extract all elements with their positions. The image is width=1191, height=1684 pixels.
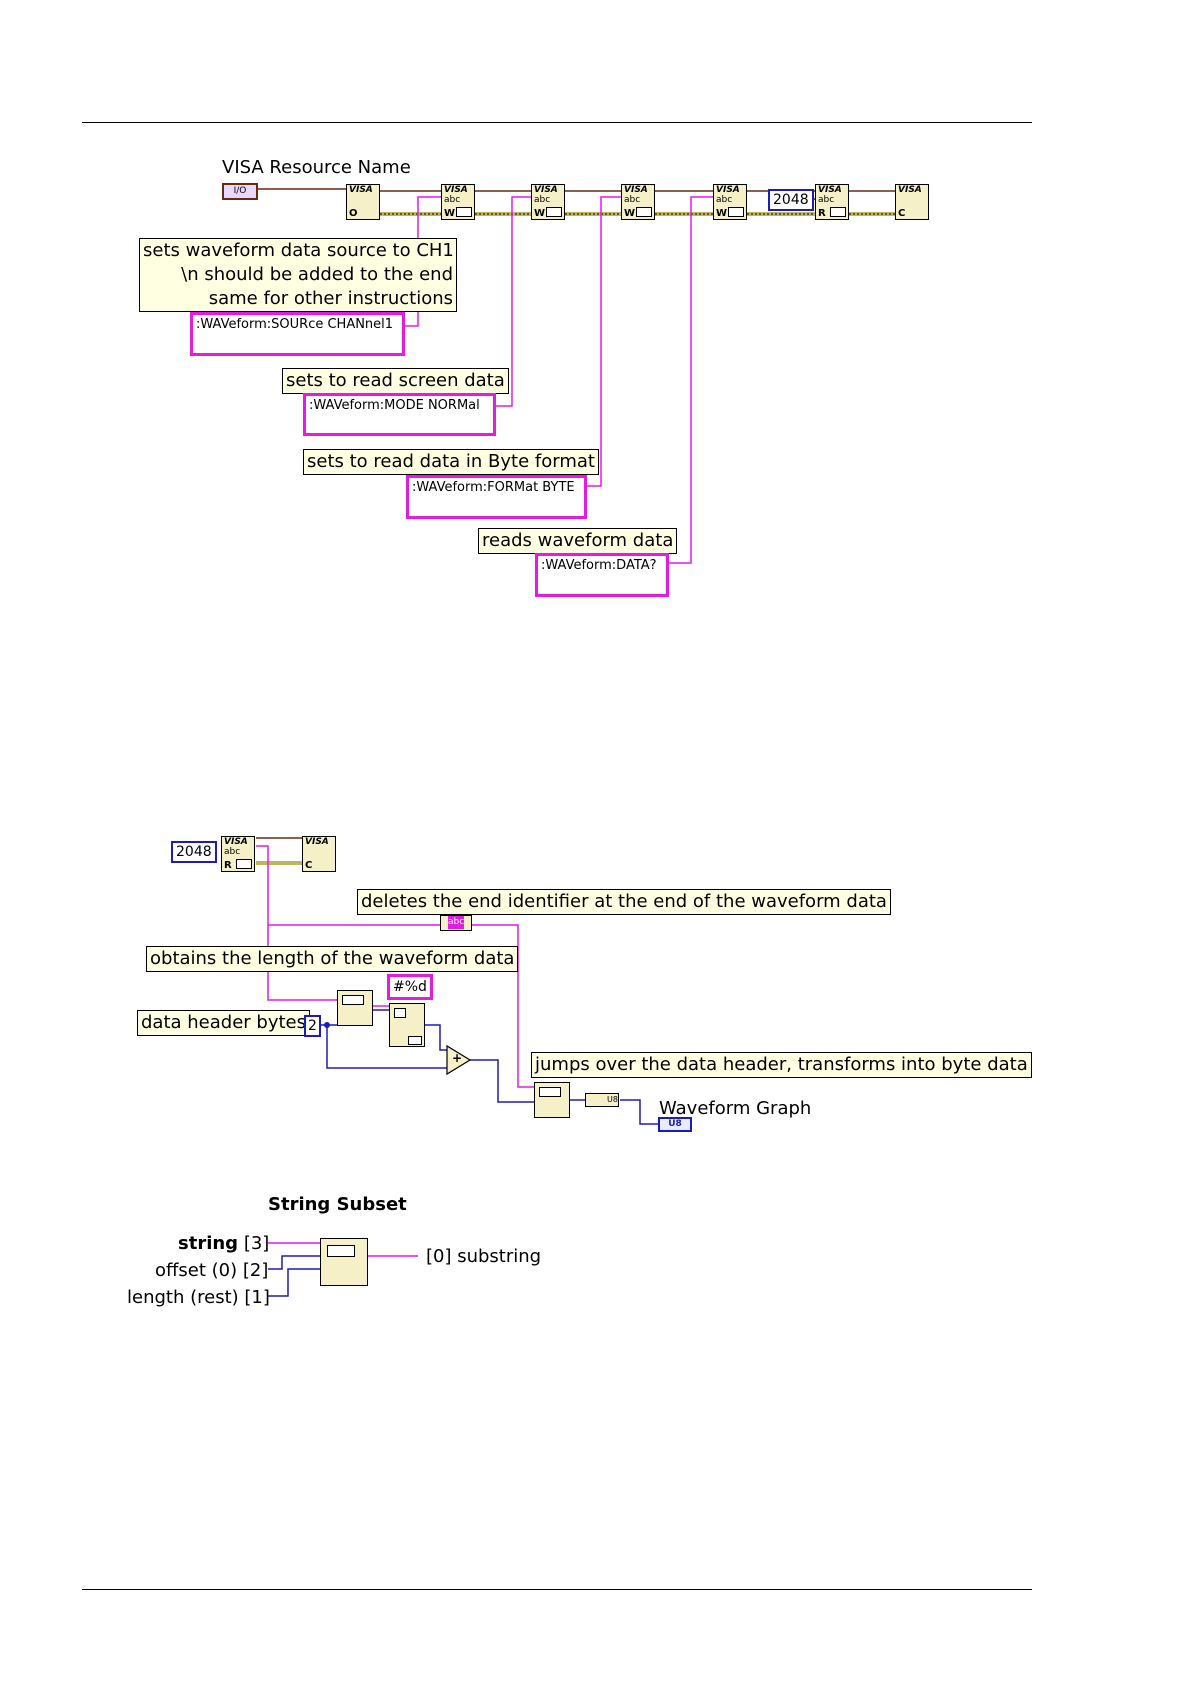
cmd-mode-constant[interactable]: :WAVeform:MODE NORMal [303,393,496,436]
node-glyph [327,1245,355,1257]
abc-text: abc [444,195,461,205]
io-icon [728,207,744,217]
node-glyph [394,1008,406,1018]
visa-write-node-1[interactable]: VISA abc W [441,184,475,220]
legend-string-wires [268,1242,418,1257]
visa-read-node-1[interactable]: VISA abc R [815,184,849,220]
bottom-rule [82,1589,1032,1590]
note-mode: sets to read screen data [282,368,509,394]
string-wires-diagram1 [403,196,713,564]
visa-write-node-3[interactable]: VISA abc W [621,184,655,220]
legend-input-length: length (rest) [1] [127,1287,270,1308]
note-source-line1: sets waveform data source to CH1 [143,240,454,261]
note-jump: jumps over the data header, transforms i… [531,1052,1032,1078]
read-letter: R [224,860,232,871]
abc-text: abc [624,195,641,205]
note-source-line2: \n should be added to the end [181,264,453,285]
waveform-graph-label: Waveform Graph [659,1098,812,1119]
visa-header: VISA [305,837,329,847]
open-letter: O [349,208,358,219]
visa-resource-control[interactable]: I/O [222,183,258,200]
visa-resource-wire [256,188,895,192]
close-letter: C [898,208,906,219]
legend-numeric-wires [268,1255,320,1297]
node-glyph [539,1087,561,1097]
io-icon [636,207,652,217]
abc-text: abc [818,195,835,205]
legend-title: String Subset [268,1194,407,1215]
node-glyph [342,995,364,1005]
visa-header: VISA [818,185,842,195]
add-node [446,1044,472,1076]
cmd-source-constant[interactable]: :WAVeform:SOURce CHANnel1 [190,312,405,356]
close-letter: C [305,860,313,871]
visa-close-node-1[interactable]: VISA C [895,184,929,220]
u8-label: U8 [607,1095,618,1104]
add-symbol: + [452,1051,463,1065]
visa-header: VISA [349,185,373,195]
read-letter: R [818,208,826,219]
format-constant[interactable]: #%d [387,974,433,1000]
read-count-constant-2[interactable]: 2048 [171,841,217,863]
byte-array-conversion-node[interactable]: U8 [585,1093,619,1107]
visa-header: VISA [444,185,468,195]
u8-label: U8 [668,1119,682,1129]
visa-read-node-2[interactable]: VISA abc R [221,836,255,872]
note-format: sets to read data in Byte format [303,449,599,475]
abc-text: abc [224,847,241,857]
io-label: I/O [233,186,247,196]
visa-header: VISA [898,185,922,195]
abc-text: abc [534,195,551,205]
visa-write-node-4[interactable]: VISA abc W [713,184,747,220]
io-icon [830,207,846,217]
note-data: reads waveform data [478,528,678,554]
legend-string-subset-node [320,1238,368,1286]
write-letter: W [624,208,636,219]
visa-write-node-2[interactable]: VISA abc W [531,184,565,220]
top-rule [82,122,1032,123]
read-count-constant-1[interactable]: 2048 [768,189,814,211]
header-bytes-constant[interactable]: 2 [304,1015,321,1037]
write-letter: W [534,208,546,219]
legend-string-index: [3] [243,1233,270,1254]
io-icon [456,207,472,217]
visa-open-node[interactable]: VISA O [346,184,380,220]
note-length: obtains the length of the waveform data [146,946,519,972]
legend-input-offset: offset (0) [2] [155,1260,269,1281]
write-letter: W [444,208,456,219]
note-header: data header bytes [137,1010,310,1036]
visa-header: VISA [534,185,558,195]
visa-header: VISA [624,185,648,195]
abc-text: abc [716,195,733,205]
note-source-line3: same for other instructions [208,288,453,309]
abc-constant: abc [448,916,465,929]
waveform-graph-terminal[interactable]: U8 [658,1117,692,1132]
legend-output: [0] substring [426,1246,542,1267]
cmd-format-constant[interactable]: :WAVeform:FORMat BYTE [406,475,587,519]
legend-string-name: string [178,1233,239,1254]
trim-node[interactable]: abc [440,915,472,931]
numeric-wires-diagram2 [320,1009,658,1125]
write-letter: W [716,208,728,219]
node-glyph [408,1036,422,1045]
visa-header: VISA [716,185,740,195]
string-length-node[interactable] [337,990,373,1026]
legend-input-string: string [3] [178,1235,269,1253]
visa-close-node-2[interactable]: VISA C [302,836,336,872]
scan-from-string-node[interactable] [389,1003,425,1047]
io-icon [236,859,252,869]
note-source: sets waveform data source to CH1 \n shou… [139,238,457,312]
string-subset-node[interactable] [534,1082,570,1118]
visa-header: VISA [224,837,248,847]
cmd-data-constant[interactable]: :WAVeform:DATA? [535,553,669,597]
note-delete: deletes the end identifier at the end of… [357,889,891,915]
io-icon [546,207,562,217]
visa-resource-label: VISA Resource Name [222,157,411,178]
